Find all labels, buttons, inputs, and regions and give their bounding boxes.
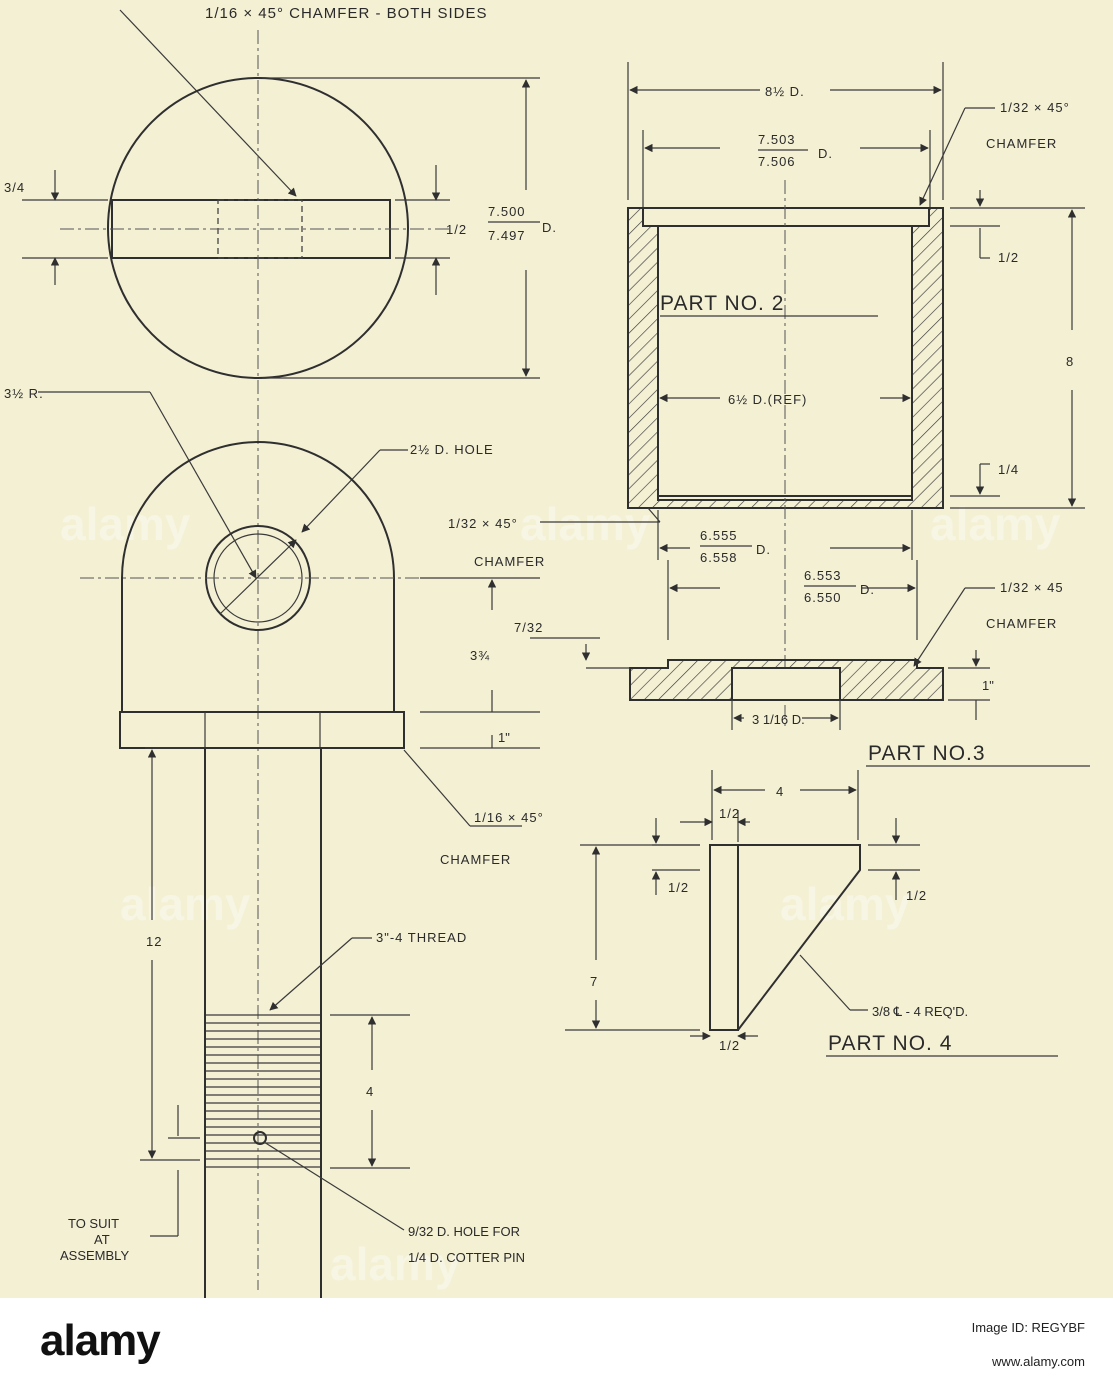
- part2-label: PART NO. 2: [660, 292, 784, 315]
- bore-min: 7.506: [758, 154, 796, 169]
- svg-text:alamy: alamy: [120, 878, 251, 930]
- part1-elevation: 3½ R. 2½ D. HOLE 3¾ 1" 1/16 × 45° CHAMFE…: [4, 386, 544, 1298]
- part1-thread: [206, 1014, 320, 1168]
- part3-section: 6.553 6.550 D. 1/32 × 45 CHAMFER 3 1/16 …: [514, 560, 1090, 767]
- pin-hole-label: 9/32 D. HOLE FOR: [408, 1224, 520, 1239]
- inner-ref-diameter: 6½ D.(REF): [728, 392, 807, 407]
- part4-bottom-flat: 1/2: [719, 1038, 740, 1053]
- part4-right-step: 1/2: [906, 888, 927, 903]
- to-suit-label: TO SUIT: [68, 1216, 119, 1231]
- part4-left-step: 1/2: [668, 880, 689, 895]
- part2-top-chamfer: 1/32 × 45°: [1000, 100, 1070, 115]
- part1-plan-view: 1/16 × 45° CHAMFER - BOTH SIDES 3/4 1/2 …: [4, 5, 557, 1290]
- outer-diameter: 8½ D.: [765, 84, 805, 99]
- engineering-drawing: alamy alamy alamy alamy alamy alamy 1/16…: [4, 5, 1090, 1298]
- svg-text:AT: AT: [94, 1232, 110, 1247]
- hole-label: 2½ D. HOLE: [410, 442, 494, 457]
- svg-text:alamy: alamy: [930, 498, 1061, 550]
- svg-text:D.: D.: [542, 220, 557, 235]
- part2-bottom-d-max: 6.555: [700, 528, 738, 543]
- svg-text:CHAMFER: CHAMFER: [474, 554, 545, 569]
- slot-height-label: 1/2: [446, 222, 467, 237]
- thread-length-label: 4: [366, 1084, 374, 1099]
- thread-label: 3"-4 THREAD: [376, 930, 467, 945]
- part3-d-max: 6.553: [804, 568, 842, 583]
- site-url[interactable]: www.alamy.com: [992, 1354, 1085, 1369]
- svg-text:D.: D.: [818, 146, 833, 161]
- part4-gusset: 4 1/2 1/2 1/2 7 3/8 ℄ - 4 REQ'D. 1/2 PAR…: [565, 770, 1058, 1057]
- part3-chamfer: 1/32 × 45: [1000, 580, 1064, 595]
- svg-text:alamy: alamy: [780, 878, 911, 930]
- diameter-max: 7.500: [488, 204, 526, 219]
- dim-3-3-4: 3¾: [470, 648, 490, 663]
- part1-shank: [204, 747, 322, 1298]
- collar-chamfer: 1/16 × 45°: [474, 810, 544, 825]
- part2-bottom-step: 1/4: [998, 462, 1019, 477]
- part1-collar: [119, 711, 405, 749]
- top-chamfer-note: 1/16 × 45° CHAMFER - BOTH SIDES: [205, 5, 487, 22]
- part1-circle: [107, 77, 409, 379]
- svg-text:alamy: alamy: [60, 498, 191, 550]
- bore-max: 7.503: [758, 132, 796, 147]
- part4-width: 4: [776, 784, 784, 799]
- part4-plate-note: 3/8 ℄ - 4 REQ'D.: [872, 1004, 968, 1019]
- part4-label: PART NO. 4: [828, 1032, 952, 1055]
- svg-text:alamy: alamy: [330, 1238, 461, 1290]
- part2-height: 8: [1066, 354, 1074, 369]
- svg-text:ASSEMBLY: ASSEMBLY: [60, 1248, 129, 1263]
- part4-outline: [709, 844, 861, 1031]
- part1-pin-hole: [253, 1131, 267, 1145]
- part2-bottom-chamfer: 1/32 × 45°: [448, 516, 518, 531]
- stock-footer: alamy Image ID: REGYBF www.alamy.com: [0, 1298, 1113, 1390]
- alamy-logo[interactable]: alamy: [40, 1316, 161, 1365]
- part2-bottom-d-min: 6.558: [700, 550, 738, 565]
- part3-d-min: 6.550: [804, 590, 842, 605]
- part4-top-flat: 1/2: [719, 806, 740, 821]
- svg-text:CHAMFER: CHAMFER: [440, 852, 511, 867]
- radius-label: 3½ R.: [4, 386, 44, 401]
- part2-section: 8½ D. 7.503 7.506 D. 1/32 × 45° CHAMFER …: [448, 62, 1085, 730]
- svg-text:D.: D.: [860, 582, 875, 597]
- image-id: Image ID: REGYBF: [971, 1320, 1085, 1335]
- svg-text:1": 1": [498, 730, 510, 745]
- slot-width-label: 3/4: [4, 180, 25, 195]
- part3-hole: 3 1/16 D.: [752, 712, 805, 727]
- svg-text:CHAMFER: CHAMFER: [986, 136, 1057, 151]
- part4-height: 7: [590, 974, 598, 989]
- part2-top-step: 1/2: [998, 250, 1019, 265]
- svg-text:CHAMFER: CHAMFER: [986, 616, 1057, 631]
- length-label: 12: [146, 934, 162, 949]
- svg-text:D.: D.: [756, 542, 771, 557]
- part3-label: PART NO.3: [868, 742, 986, 765]
- cotter-pin-label: 1/4 D. COTTER PIN: [408, 1250, 525, 1265]
- part3-thickness: 1": [982, 678, 994, 693]
- part1-head: [121, 441, 395, 713]
- part3-step: 7/32: [514, 620, 543, 635]
- diameter-min: 7.497: [488, 228, 526, 243]
